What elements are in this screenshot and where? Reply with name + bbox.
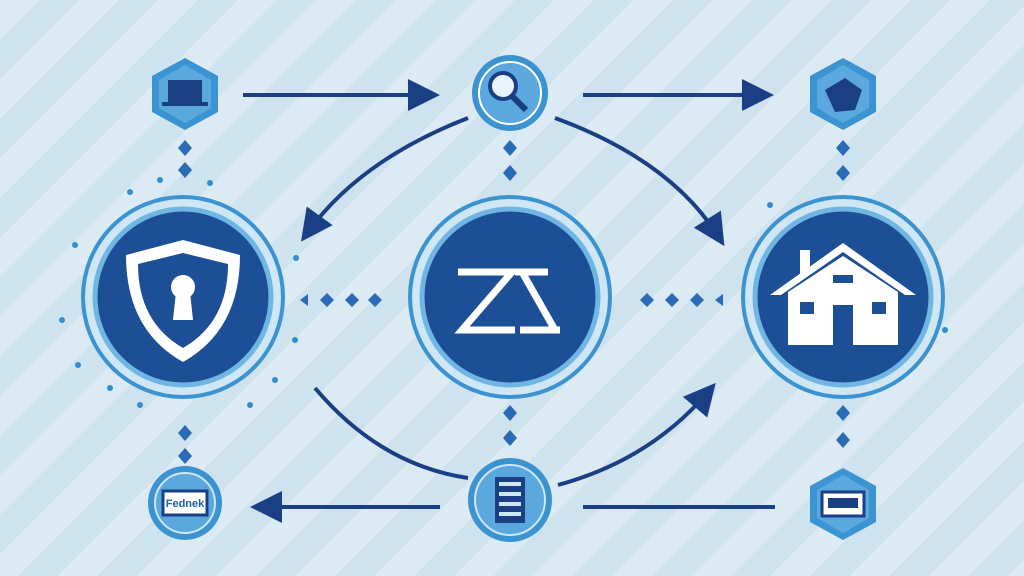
magnifier-icon [488, 71, 529, 113]
server-icon [495, 477, 525, 523]
shield-keyhole-icon [126, 240, 240, 362]
node-home[interactable] [741, 195, 945, 399]
printer-icon [820, 490, 866, 518]
monitor-icon [162, 80, 208, 106]
node-security[interactable] [81, 195, 285, 399]
node-computer[interactable] [152, 58, 218, 130]
map-icon [825, 78, 862, 112]
arc-search-to-security [300, 116, 469, 242]
diamond-links [178, 140, 850, 464]
arc-search-to-home [554, 116, 725, 247]
node-map[interactable] [810, 58, 876, 130]
connectors [243, 79, 775, 523]
house-icon [770, 243, 916, 345]
node-display[interactable]: Fednek [148, 466, 222, 540]
arc-security-to-server [313, 386, 469, 480]
node-server[interactable] [468, 458, 552, 542]
node-device[interactable] [810, 468, 876, 540]
zk-logo-icon [454, 268, 560, 334]
screen-label: Fednek [166, 498, 205, 510]
node-hub[interactable] [408, 195, 612, 399]
node-search[interactable] [472, 55, 548, 131]
screen-icon: Fednek [161, 489, 209, 517]
arc-server-to-home [557, 382, 716, 487]
